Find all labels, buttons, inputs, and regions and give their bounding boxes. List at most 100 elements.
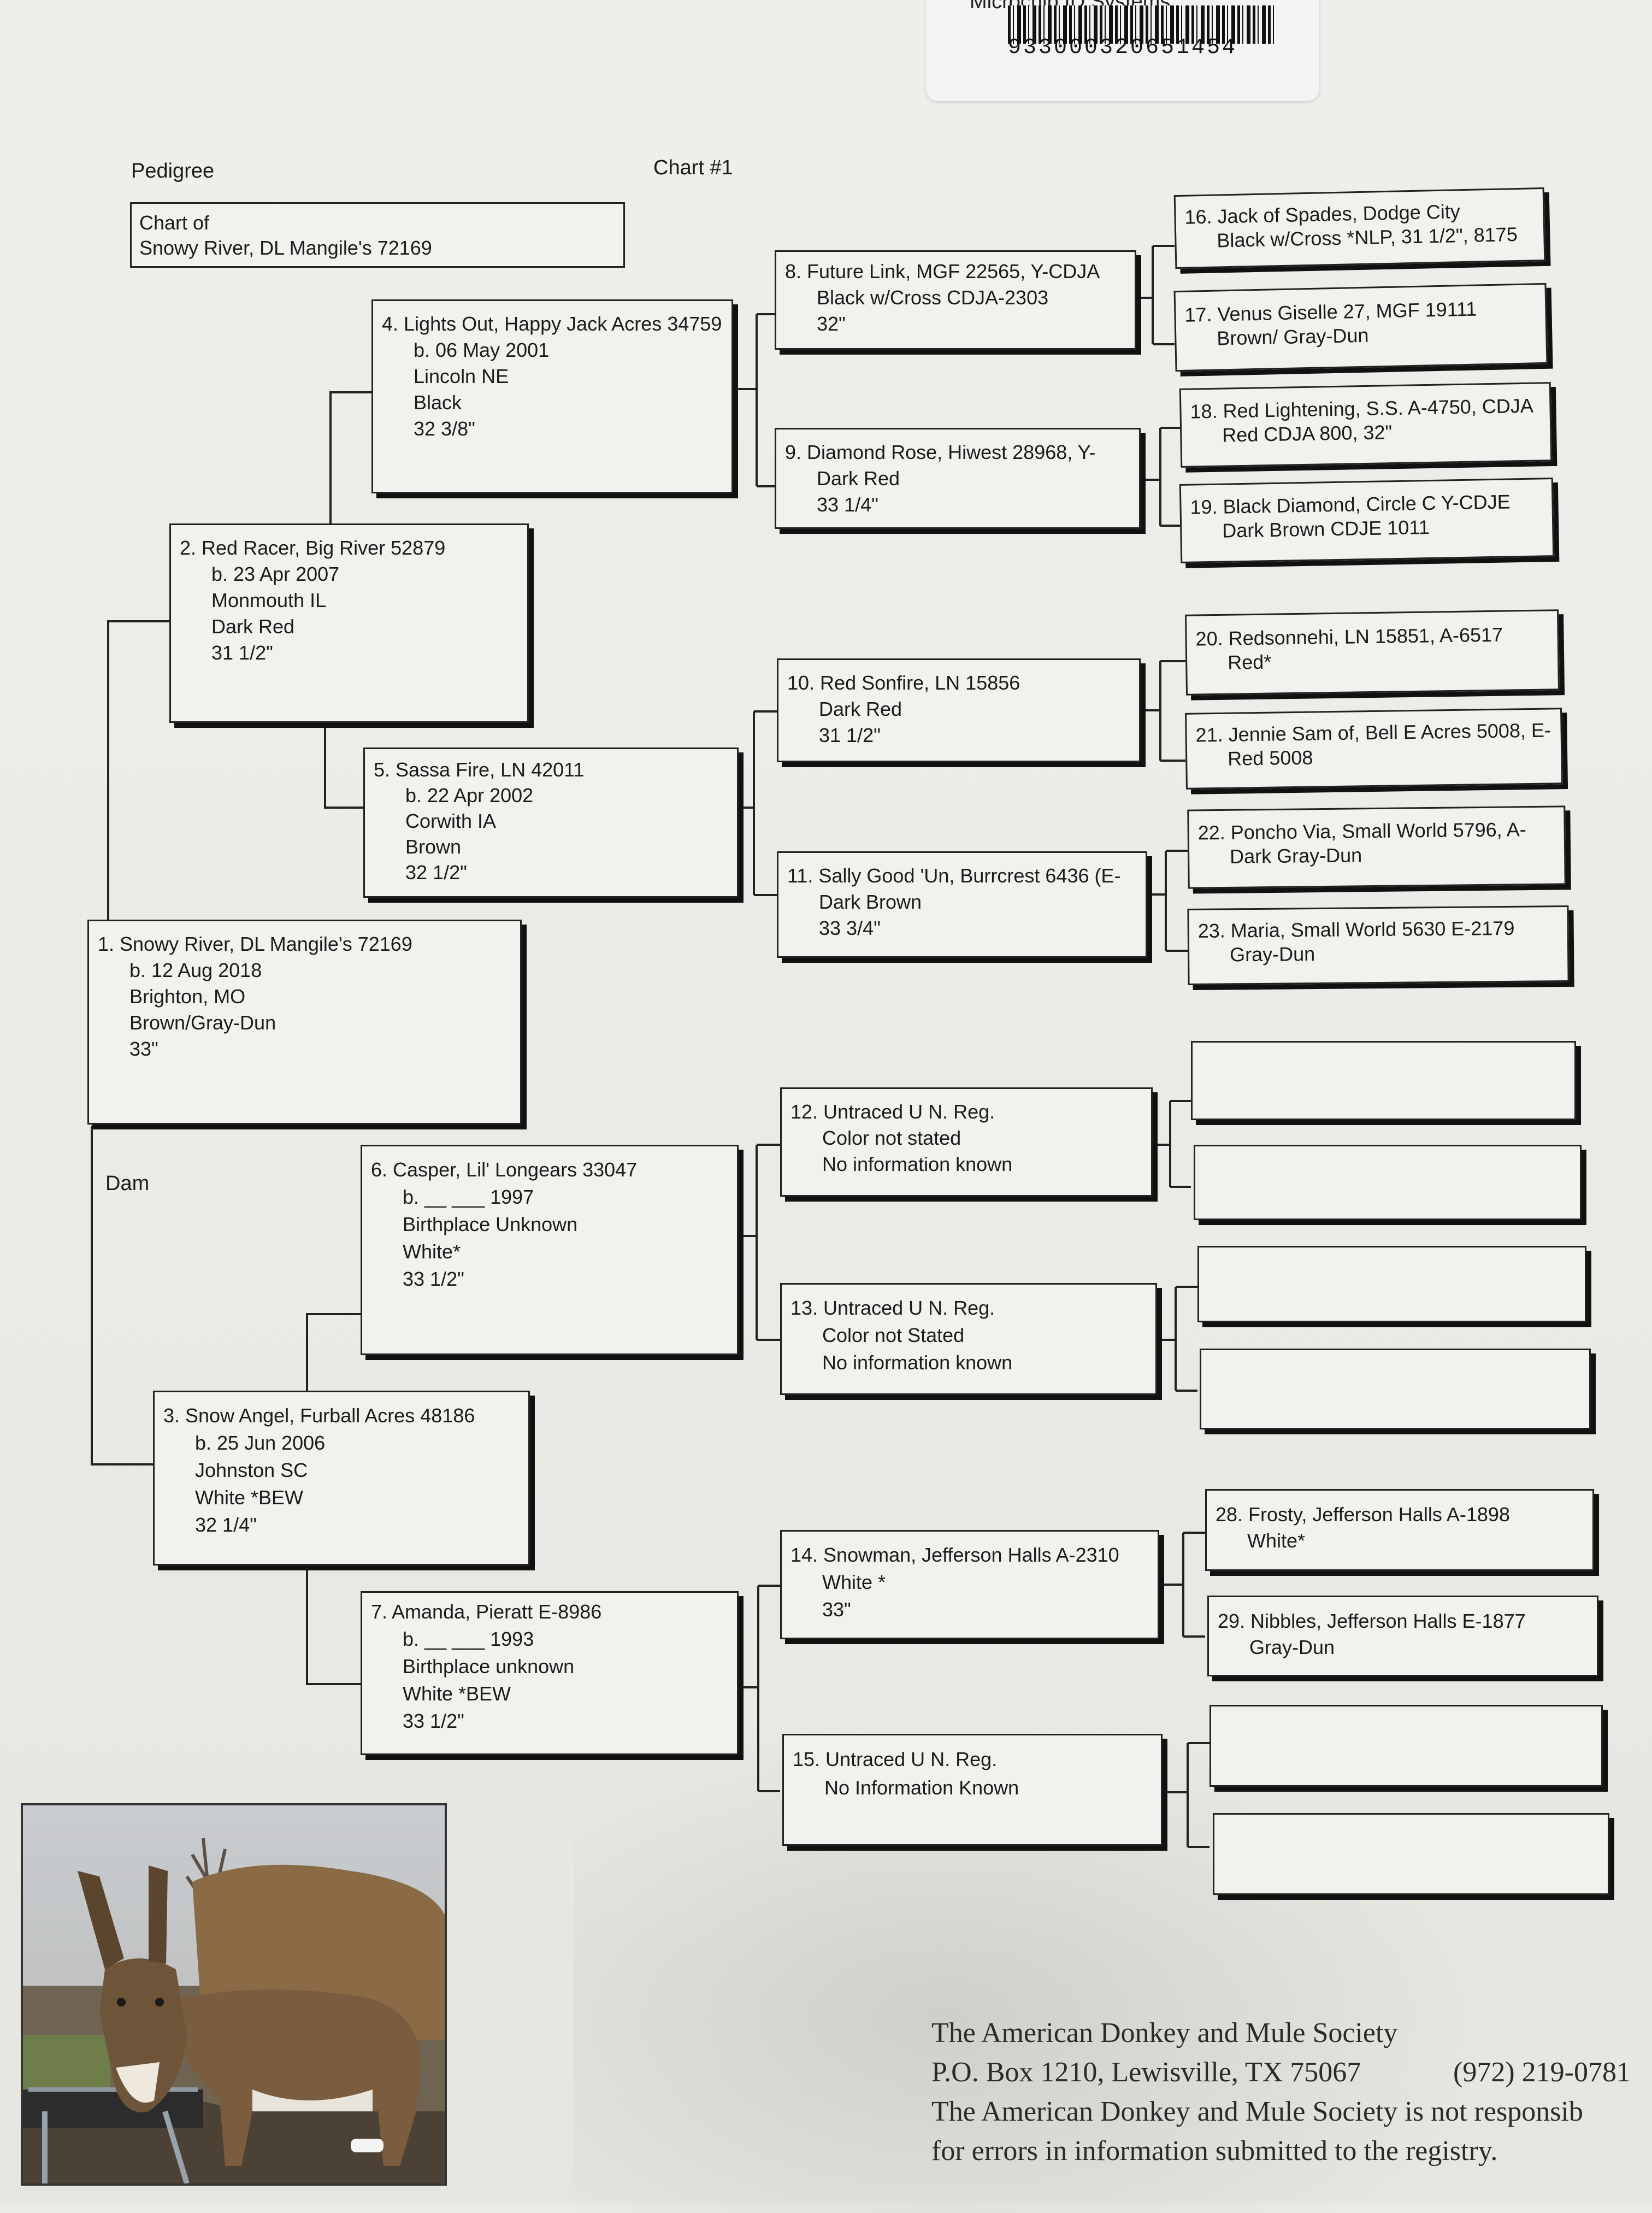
animal-2-name: 2. Red Racer, Big River 52879: [180, 537, 446, 559]
animal-9-name: 9. Diamond Rose, Hiwest 28968, Y-: [785, 441, 1096, 463]
animal-4-birth: b. 06 May 2001: [414, 339, 550, 361]
animal-box-19: 19. Black Diamond, Circle C Y-CDJE Dark …: [1179, 478, 1555, 563]
animal-1-birth: b. 12 Aug 2018: [129, 959, 262, 981]
animal-box-17: 17. Venus Giselle 27, MGF 19111 Brown/ G…: [1173, 282, 1548, 372]
pedigree-label: Pedigree: [131, 160, 215, 183]
animal-2-height: 31 1/2": [211, 641, 273, 664]
animal-5-name: 5. Sassa Fire, LN 42011: [374, 758, 585, 781]
animal-8-name: 8. Future Link, MGF 22565, Y-CDJA: [785, 260, 1100, 282]
footer-address: P.O. Box 1210, Lewisville, TX 75067: [931, 2057, 1361, 2088]
animal-14-color: White *: [822, 1571, 886, 1593]
animal-29-color: Gray-Dun: [1249, 1636, 1335, 1658]
animal-11-name: 11. Sally Good 'Un, Burrcrest 6436 (E-: [787, 864, 1121, 887]
animal-4-name: 4. Lights Out, Happy Jack Acres 34759: [382, 313, 722, 335]
animal-6-birth: b. __ ___ 1997: [403, 1186, 534, 1208]
animal-8-color: Black w/Cross CDJA-2303: [817, 286, 1049, 309]
blank-box-31: [1213, 1813, 1609, 1895]
animal-box-28: 28. Frosty, Jefferson Halls A-1898 White…: [1205, 1489, 1594, 1571]
animal-22-name: 22. Poncho Via, Small World 5796, A-: [1197, 818, 1526, 844]
animal-7-color: White *BEW: [403, 1682, 511, 1705]
chart-number: Chart #1: [653, 156, 733, 179]
animal-box-6: 6. Casper, Lil' Longears 33047 b. __ ___…: [361, 1145, 739, 1355]
dam-label: Dam: [105, 1172, 150, 1195]
animal-4-birthplace: Lincoln NE: [414, 365, 509, 387]
animal-6-name: 6. Casper, Lil' Longears 33047: [371, 1158, 638, 1181]
donkey-photo: [21, 1803, 447, 2186]
animal-box-10: 10. Red Sonfire, LN 15856 Dark Red 31 1/…: [777, 658, 1141, 762]
animal-9-height: 33 1/4": [817, 493, 878, 516]
animal-1-birthplace: Brighton, MO: [129, 985, 246, 1008]
animal-box-4: 4. Lights Out, Happy Jack Acres 34759 b.…: [371, 299, 733, 493]
animal-3-color: White *BEW: [195, 1486, 304, 1509]
animal-7-birthplace: Birthplace unknown: [403, 1655, 575, 1678]
animal-12-info: No information known: [822, 1153, 1013, 1175]
animal-10-name: 10. Red Sonfire, LN 15856: [787, 672, 1020, 694]
animal-box-18: 18. Red Lightening, S.S. A-4750, CDJA Re…: [1179, 382, 1553, 468]
animal-20-name: 20. Redsonnehi, LN 15851, A-6517: [1195, 623, 1503, 650]
animal-box-1: 1. Snowy River, DL Mangile's 72169 b. 12…: [87, 920, 522, 1125]
animal-box-2: 2. Red Racer, Big River 52879 b. 23 Apr …: [169, 523, 529, 723]
animal-7-height: 33 1/2": [403, 1710, 464, 1732]
animal-3-name: 3. Snow Angel, Furball Acres 48186: [163, 1404, 475, 1427]
animal-23-color: Gray-Dun: [1229, 943, 1315, 966]
animal-28-name: 28. Frosty, Jefferson Halls A-1898: [1216, 1503, 1510, 1526]
animal-11-color: Dark Brown: [819, 891, 922, 913]
animal-2-birth: b. 23 Apr 2007: [211, 563, 340, 585]
chart-of-name: Snowy River, DL Mangile's 72169: [139, 237, 432, 259]
animal-8-height: 32": [817, 313, 846, 335]
animal-9-color: Dark Red: [817, 467, 900, 490]
blank-box-27: [1200, 1349, 1591, 1429]
footer-phone: (972) 219-0781: [1453, 2057, 1631, 2088]
animal-20-color: Red*: [1227, 650, 1272, 674]
animal-box-7: 7. Amanda, Pieratt E-8986 b. __ ___ 1993…: [361, 1591, 739, 1755]
animal-box-5: 5. Sassa Fire, LN 42011 b. 22 Apr 2002 C…: [363, 748, 739, 898]
animal-2-birthplace: Monmouth IL: [211, 589, 327, 611]
animal-12-color: Color not stated: [822, 1127, 961, 1149]
animal-box-29: 29. Nibbles, Jefferson Halls E-1877 Gray…: [1207, 1596, 1598, 1676]
donkey-photo-image: [23, 1805, 445, 2183]
barcode-number: 933000320651454: [1008, 36, 1238, 60]
blank-box-30: [1210, 1705, 1603, 1787]
animal-7-birth: b. __ ___ 1993: [403, 1628, 534, 1650]
animal-13-name: 13. Untraced U N. Reg.: [790, 1297, 995, 1319]
animal-12-name: 12. Untraced U N. Reg.: [790, 1100, 995, 1123]
animal-7-name: 7. Amanda, Pieratt E-8986: [371, 1600, 602, 1623]
barcode-icon: [1008, 5, 1276, 44]
animal-box-9: 9. Diamond Rose, Hiwest 28968, Y- Dark R…: [775, 428, 1141, 529]
animal-6-birthplace: Birthplace Unknown: [403, 1213, 578, 1235]
animal-5-birthplace: Corwith IA: [405, 810, 497, 832]
animal-1-color: Brown/Gray-Dun: [129, 1011, 276, 1034]
animal-23-name: 23. Maria, Small World 5630 E-2179: [1197, 916, 1515, 942]
animal-14-name: 14. Snowman, Jefferson Halls A-2310: [790, 1544, 1119, 1566]
chart-of-box: Chart of Snowy River, DL Mangile's 72169: [130, 202, 625, 268]
blank-box-24: [1191, 1041, 1576, 1120]
animal-3-birth: b. 25 Jun 2006: [195, 1432, 326, 1454]
animal-5-birth: b. 22 Apr 2002: [405, 784, 534, 807]
animal-13-color: Color not Stated: [822, 1324, 965, 1346]
animal-5-height: 32 1/2": [405, 861, 467, 884]
animal-1-height: 33": [129, 1038, 158, 1060]
animal-box-14: 14. Snowman, Jefferson Halls A-2310 Whit…: [780, 1530, 1159, 1639]
animal-29-name: 29. Nibbles, Jefferson Halls E-1877: [1218, 1610, 1526, 1632]
animal-3-birthplace: Johnston SC: [195, 1459, 308, 1481]
animal-box-23: 23. Maria, Small World 5630 E-2179 Gray-…: [1187, 905, 1570, 986]
animal-6-color: White*: [403, 1240, 461, 1263]
animal-28-color: White*: [1247, 1529, 1306, 1552]
animal-15-info: No Information Known: [824, 1776, 1019, 1799]
animal-4-color: Black: [414, 391, 462, 414]
animal-6-height: 33 1/2": [403, 1268, 464, 1290]
footer-disclaimer-2: for errors in information submitted to t…: [931, 2135, 1498, 2167]
chart-of-label: Chart of: [139, 211, 210, 234]
animal-10-color: Dark Red: [819, 698, 902, 720]
animal-21-name: 21. Jennie Sam of, Bell E Acres 5008, E-: [1195, 719, 1551, 746]
animal-11-height: 33 3/4": [819, 917, 881, 939]
animal-10-height: 31 1/2": [819, 724, 881, 746]
animal-box-13: 13. Untraced U N. Reg. Color not Stated …: [780, 1283, 1157, 1395]
blank-box-25: [1194, 1145, 1582, 1220]
animal-3-height: 32 1/4": [195, 1514, 257, 1536]
animal-14-height: 33": [822, 1598, 851, 1621]
animal-box-11: 11. Sally Good 'Un, Burrcrest 6436 (E- D…: [777, 851, 1147, 958]
animal-box-16: 16. Jack of Spades, Dodge City Black w/C…: [1173, 187, 1546, 269]
